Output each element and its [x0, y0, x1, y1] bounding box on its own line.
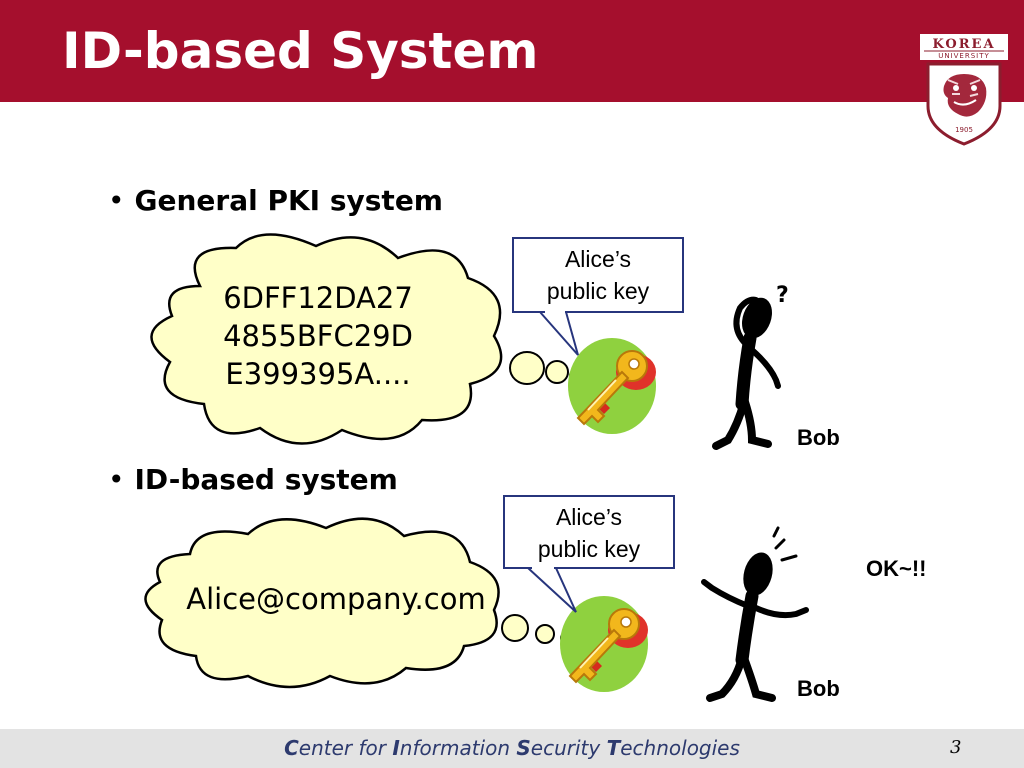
hex-line: 4855BFC29D [223, 319, 413, 353]
title-bar [0, 0, 1024, 102]
university-logo: KOREA UNIVERSITY 1905 [920, 34, 1008, 146]
bullet-id-based: •ID-based system [108, 463, 398, 496]
reaction-label: OK~!! [866, 556, 927, 581]
callout-pki [512, 237, 684, 356]
bob-label-pki: Bob [797, 425, 840, 450]
callout-text-pki: Alice’s public key [546, 246, 650, 304]
bullet-dot: • [108, 463, 125, 496]
hex-line: 6DFF12DA27 [223, 281, 413, 315]
footer-text: Center for Information Security Technolo… [284, 736, 740, 760]
page-number: 3 [950, 737, 962, 758]
footer-bar [0, 729, 1024, 768]
svg-text:KOREA: KOREA [932, 37, 995, 52]
svg-text:?: ? [776, 283, 789, 308]
svg-text:1905: 1905 [955, 126, 973, 134]
hex-line: E399395A.... [225, 357, 411, 391]
slide-title: ID-based System [62, 22, 539, 80]
bullet-general-pki: •General PKI system [108, 184, 443, 217]
cloud-text-pki: 6DFF12DA27 4855BFC29D E399395A.... [198, 279, 438, 393]
thought-cloud-pki [150, 233, 583, 445]
bob-label-id: Bob [797, 676, 840, 701]
person-confused-icon: ? [712, 283, 789, 450]
key-icon-pki [567, 337, 657, 435]
person-happy-icon [701, 526, 809, 702]
cloud-text-id: Alice@company.com [186, 582, 486, 616]
svg-text:UNIVERSITY: UNIVERSITY [938, 52, 990, 60]
callout-id [503, 495, 675, 613]
callout-text-id: Alice’s public key [537, 504, 641, 562]
bullet-dot: • [108, 184, 125, 217]
thought-cloud-id [144, 517, 572, 689]
